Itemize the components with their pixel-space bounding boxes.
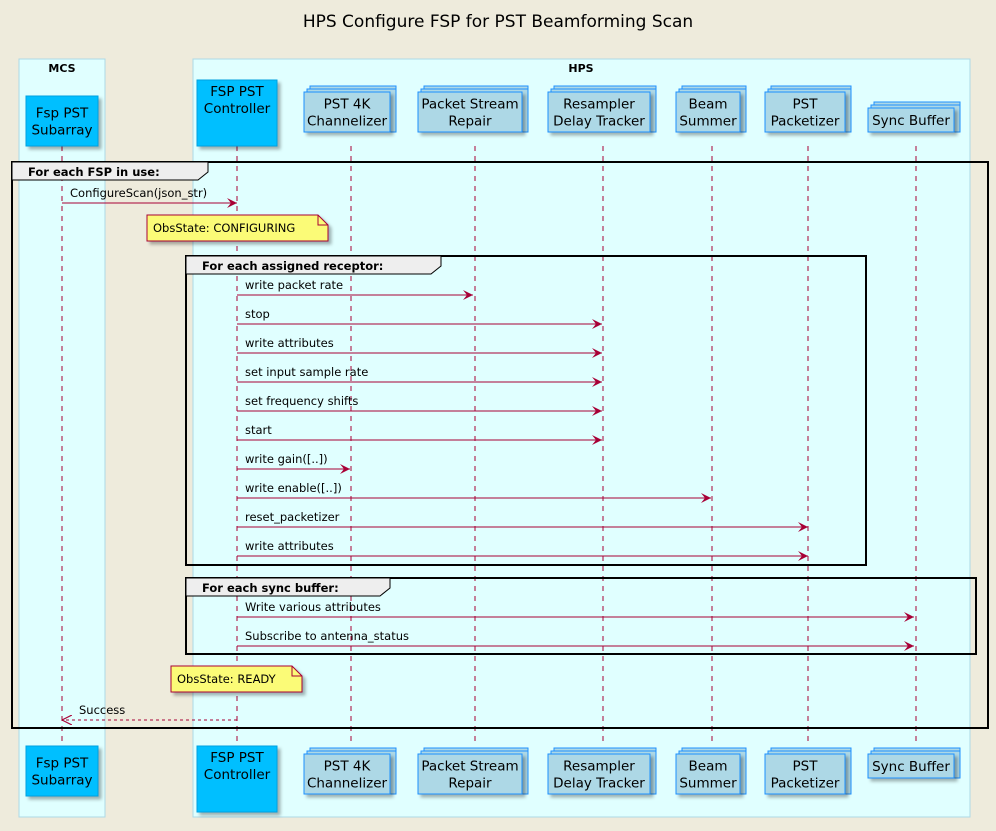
message-m-gain: write gain([..]) [237,452,350,474]
participant-label-line: PST [793,97,819,113]
participant-label-line: Summer [679,776,737,792]
message-m-success: Success [62,703,237,720]
participant-label-line: Repair [448,776,492,792]
participant-label-line: Fsp PST [36,106,89,122]
participant-label-line: Sync Buffer [872,113,950,129]
message-label: write enable([..]) [245,481,342,495]
message-label: reset_packetizer [245,510,340,524]
frame-each-receptor: For each assigned receptor: [185,255,867,566]
message-m-various-attr: Write various attributes [237,600,914,622]
participant-label-line: Packet Stream [421,759,518,775]
box-hps [192,58,971,818]
message-m-start: start [237,423,602,445]
participant-label-line: FSP PST [210,84,264,100]
participant-label-line: Channelizer [307,114,388,130]
frame-each-fsp-label: For each FSP in use: [28,165,160,179]
participant-label-line: Resampler [563,97,635,113]
note-configuring-text: ObsState: CONFIGURING [153,221,295,235]
participant-sync-buffer-foot[interactable]: Sync Buffer [867,747,961,779]
note-ready: ObsState: READY [170,665,303,693]
participant-label-line: Packetizer [771,776,840,792]
message-label: Write various attributes [245,600,381,614]
participant-label-line: Resampler [563,759,635,775]
participant-label-line: Beam [689,759,728,775]
participant-label-line: Packet Stream [421,97,518,113]
message-m-packet-rate: write packet rate [237,278,473,300]
message-m-configure: ConfigureScan(json_str) [62,186,237,208]
participant-label-line: PST 4K [324,97,372,113]
participant-label-line: Fsp PST [36,756,89,772]
message-label: Subscribe to antenna_status [245,629,409,643]
message-label: write gain([..]) [245,452,328,466]
participant-label-line: Controller [204,101,271,117]
message-label: write attributes [245,336,334,350]
message-m-subscribe: Subscribe to antenna_status [237,629,914,651]
frame-each-sync-buffer: For each sync buffer: [185,577,977,655]
participant-label-line: PST [793,759,819,775]
message-label: set input sample rate [245,365,368,379]
participant-label-line: Subarray [31,773,92,789]
participant-label-line: Summer [679,114,737,130]
message-m-write-attr-pkt: write attributes [237,539,808,561]
participant-label-line: Channelizer [307,776,388,792]
participant-label-line: Repair [448,114,492,130]
messages: ConfigureScan(json_str)write packet rate… [62,186,914,720]
participant-label-line: FSP PST [210,750,264,766]
message-m-sample-rate: set input sample rate [237,365,602,387]
frame-each-sync-buffer-label: For each sync buffer: [202,581,339,595]
participant-label-line: Controller [204,767,271,783]
message-label: Success [79,703,125,717]
participant-label-line: Packetizer [771,114,840,130]
message-label: stop [245,307,270,321]
participant-label-line: Delay Tracker [553,114,645,130]
box-hps-label: HPS [568,62,593,75]
participant-label-line: Delay Tracker [553,776,645,792]
message-m-reset-packetizer: reset_packetizer [237,510,808,532]
participant-label-line: Sync Buffer [872,759,950,775]
frame-each-receptor-label: For each assigned receptor: [202,259,383,273]
message-m-enable: write enable([..]) [237,481,711,503]
participant-label-line: Beam [689,97,728,113]
message-m-stop: stop [237,307,602,329]
message-label: ConfigureScan(json_str) [70,186,207,200]
box-mcs-label: MCS [48,62,75,75]
message-label: write attributes [245,539,334,553]
message-label: start [245,423,272,437]
note-ready-text: ObsState: READY [177,672,277,686]
message-m-freq-shifts: set frequency shifts [237,394,602,416]
participant-label-line: PST 4K [324,759,372,775]
participant-sync-buffer-head[interactable]: Sync Buffer [867,101,961,133]
diagram-title: HPS Configure FSP for PST Beamforming Sc… [303,12,693,32]
message-m-write-attr-rdt: write attributes [237,336,602,358]
note-configuring: ObsState: CONFIGURING [146,214,329,242]
message-label: write packet rate [245,278,343,292]
frame-each-fsp: For each FSP in use: [11,161,989,729]
message-label: set frequency shifts [245,394,358,408]
participant-label-line: Subarray [31,123,92,139]
